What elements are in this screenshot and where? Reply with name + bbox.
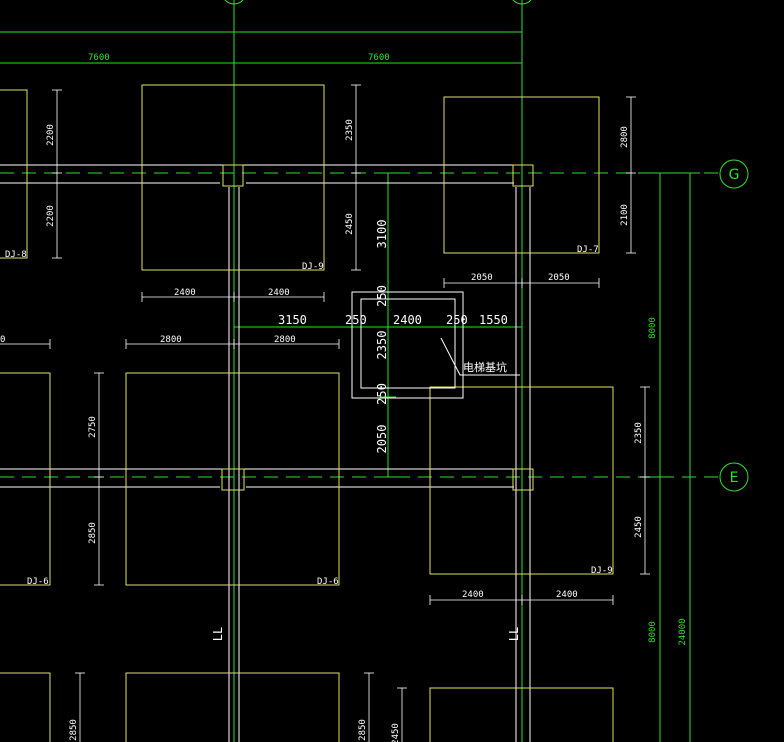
pad-dim-f6-width-left: 2400: [462, 590, 484, 600]
pad-dim-f4-width-right: 2800: [274, 335, 296, 345]
right-dim-upper-text: 8000: [648, 317, 658, 339]
foundation-pad-f1[interactable]: [0, 89, 28, 259]
beam-label-right: LL: [507, 627, 521, 641]
foundation-tag-f6: DJ-9: [591, 566, 613, 576]
axis-bubble-g-label: G: [729, 167, 740, 183]
foundation-tag-f1: DJ-8: [5, 250, 27, 260]
foundation-pad-low-left[interactable]: [0, 672, 51, 742]
pad-dim-f6-width-right: 2400: [556, 590, 578, 600]
grid-axes: [0, 0, 749, 742]
foundation-pads: [0, 84, 614, 742]
pad-dim-f1-bottom: 2200: [46, 205, 56, 227]
pad-dim-f3-width-right: 2050: [548, 273, 570, 283]
pit-dim-v1: 3100: [375, 220, 389, 249]
pad-dim-f6-top: 2350: [634, 422, 644, 444]
foundation-pad-low-mid[interactable]: [125, 672, 340, 742]
foundation-pad-f3[interactable]: [443, 96, 600, 254]
axis-bubble-top-2[interactable]: [510, 0, 534, 5]
columns: [221, 164, 534, 491]
pad-dim-f4-bottom: 2850: [88, 522, 98, 544]
pad-dim-f3-bottom: 2100: [620, 204, 630, 226]
axis-bubble-e[interactable]: [719, 462, 749, 492]
pad-dim-low-right: 2450: [391, 723, 401, 742]
column-g-2[interactable]: [512, 164, 534, 187]
pit-dim-h2: 250: [345, 313, 367, 327]
pit-dim-v3: 2350: [375, 331, 389, 360]
elevator-pit: [351, 291, 520, 399]
pad-dim-f6-bottom: 2450: [634, 516, 644, 538]
right-dim-lower-text: 8000: [648, 621, 658, 643]
pit-leader-line: [440, 337, 520, 376]
pit-dim-v5: 2050: [375, 425, 389, 454]
edge-dim-text: 0: [0, 335, 5, 345]
pit-dim-h1: 3150: [278, 313, 307, 327]
pit-dim-h5: 1550: [479, 313, 508, 327]
elevator-pit-outer[interactable]: [351, 291, 464, 399]
pad-dim-f3-width-left: 2050: [471, 273, 493, 283]
axis-bubble-top-1[interactable]: [222, 0, 246, 5]
pad-dim-f4-top: 2750: [88, 416, 98, 438]
pad-dim-low-mid: 2850: [358, 719, 368, 741]
foundation-pad-low-right[interactable]: [429, 687, 614, 742]
foundation-pad-f5[interactable]: [125, 372, 340, 586]
pad-dim-f2-top: 2350: [345, 119, 355, 141]
top-dim-right-text: 7600: [368, 53, 390, 63]
foundation-tag-f4: DJ-6: [27, 577, 49, 587]
column-e-2[interactable]: [512, 468, 534, 491]
axis-bubble-g[interactable]: [719, 159, 749, 189]
pad-dim-f2-width-left: 2400: [174, 288, 196, 298]
foundation-tag-f5: DJ-6: [317, 577, 339, 587]
pad-dim-low-left: 2850: [69, 719, 79, 741]
pad-dim-f2-bottom: 2450: [345, 213, 355, 235]
foundation-pad-f2[interactable]: [141, 84, 325, 271]
pit-label: 电梯基坑: [463, 360, 507, 374]
pit-dim-v4: 250: [375, 383, 389, 405]
pad-dim-f3-top: 2800: [620, 126, 630, 148]
right-dim-total-text: 24000: [678, 618, 688, 645]
pad-dimension-lines: [0, 84, 650, 742]
beams: [0, 164, 531, 742]
foundation-tag-f2: DJ-9: [302, 262, 324, 272]
pit-dim-h4: 250: [446, 313, 468, 327]
foundation-pad-left-mid[interactable]: [0, 372, 51, 586]
column-g-1[interactable]: [222, 164, 244, 187]
top-dim-left-text: 7600: [88, 53, 110, 63]
pad-dim-f1-top: 2200: [46, 124, 56, 146]
pit-dim-h3: 2400: [393, 313, 422, 327]
axis-bubble-e-label: E: [730, 470, 739, 486]
column-e-1[interactable]: [221, 468, 245, 491]
foundation-tag-f3: DJ-7: [577, 245, 599, 255]
pit-dim-v2: 250: [375, 285, 389, 307]
elevator-pit-inner[interactable]: [360, 298, 456, 389]
pad-dim-f2-width-right: 2400: [268, 288, 290, 298]
foundation-pad-f6[interactable]: [429, 386, 614, 575]
beam-label-left: LL: [211, 627, 225, 641]
pad-dim-f4-width-left: 2800: [160, 335, 182, 345]
